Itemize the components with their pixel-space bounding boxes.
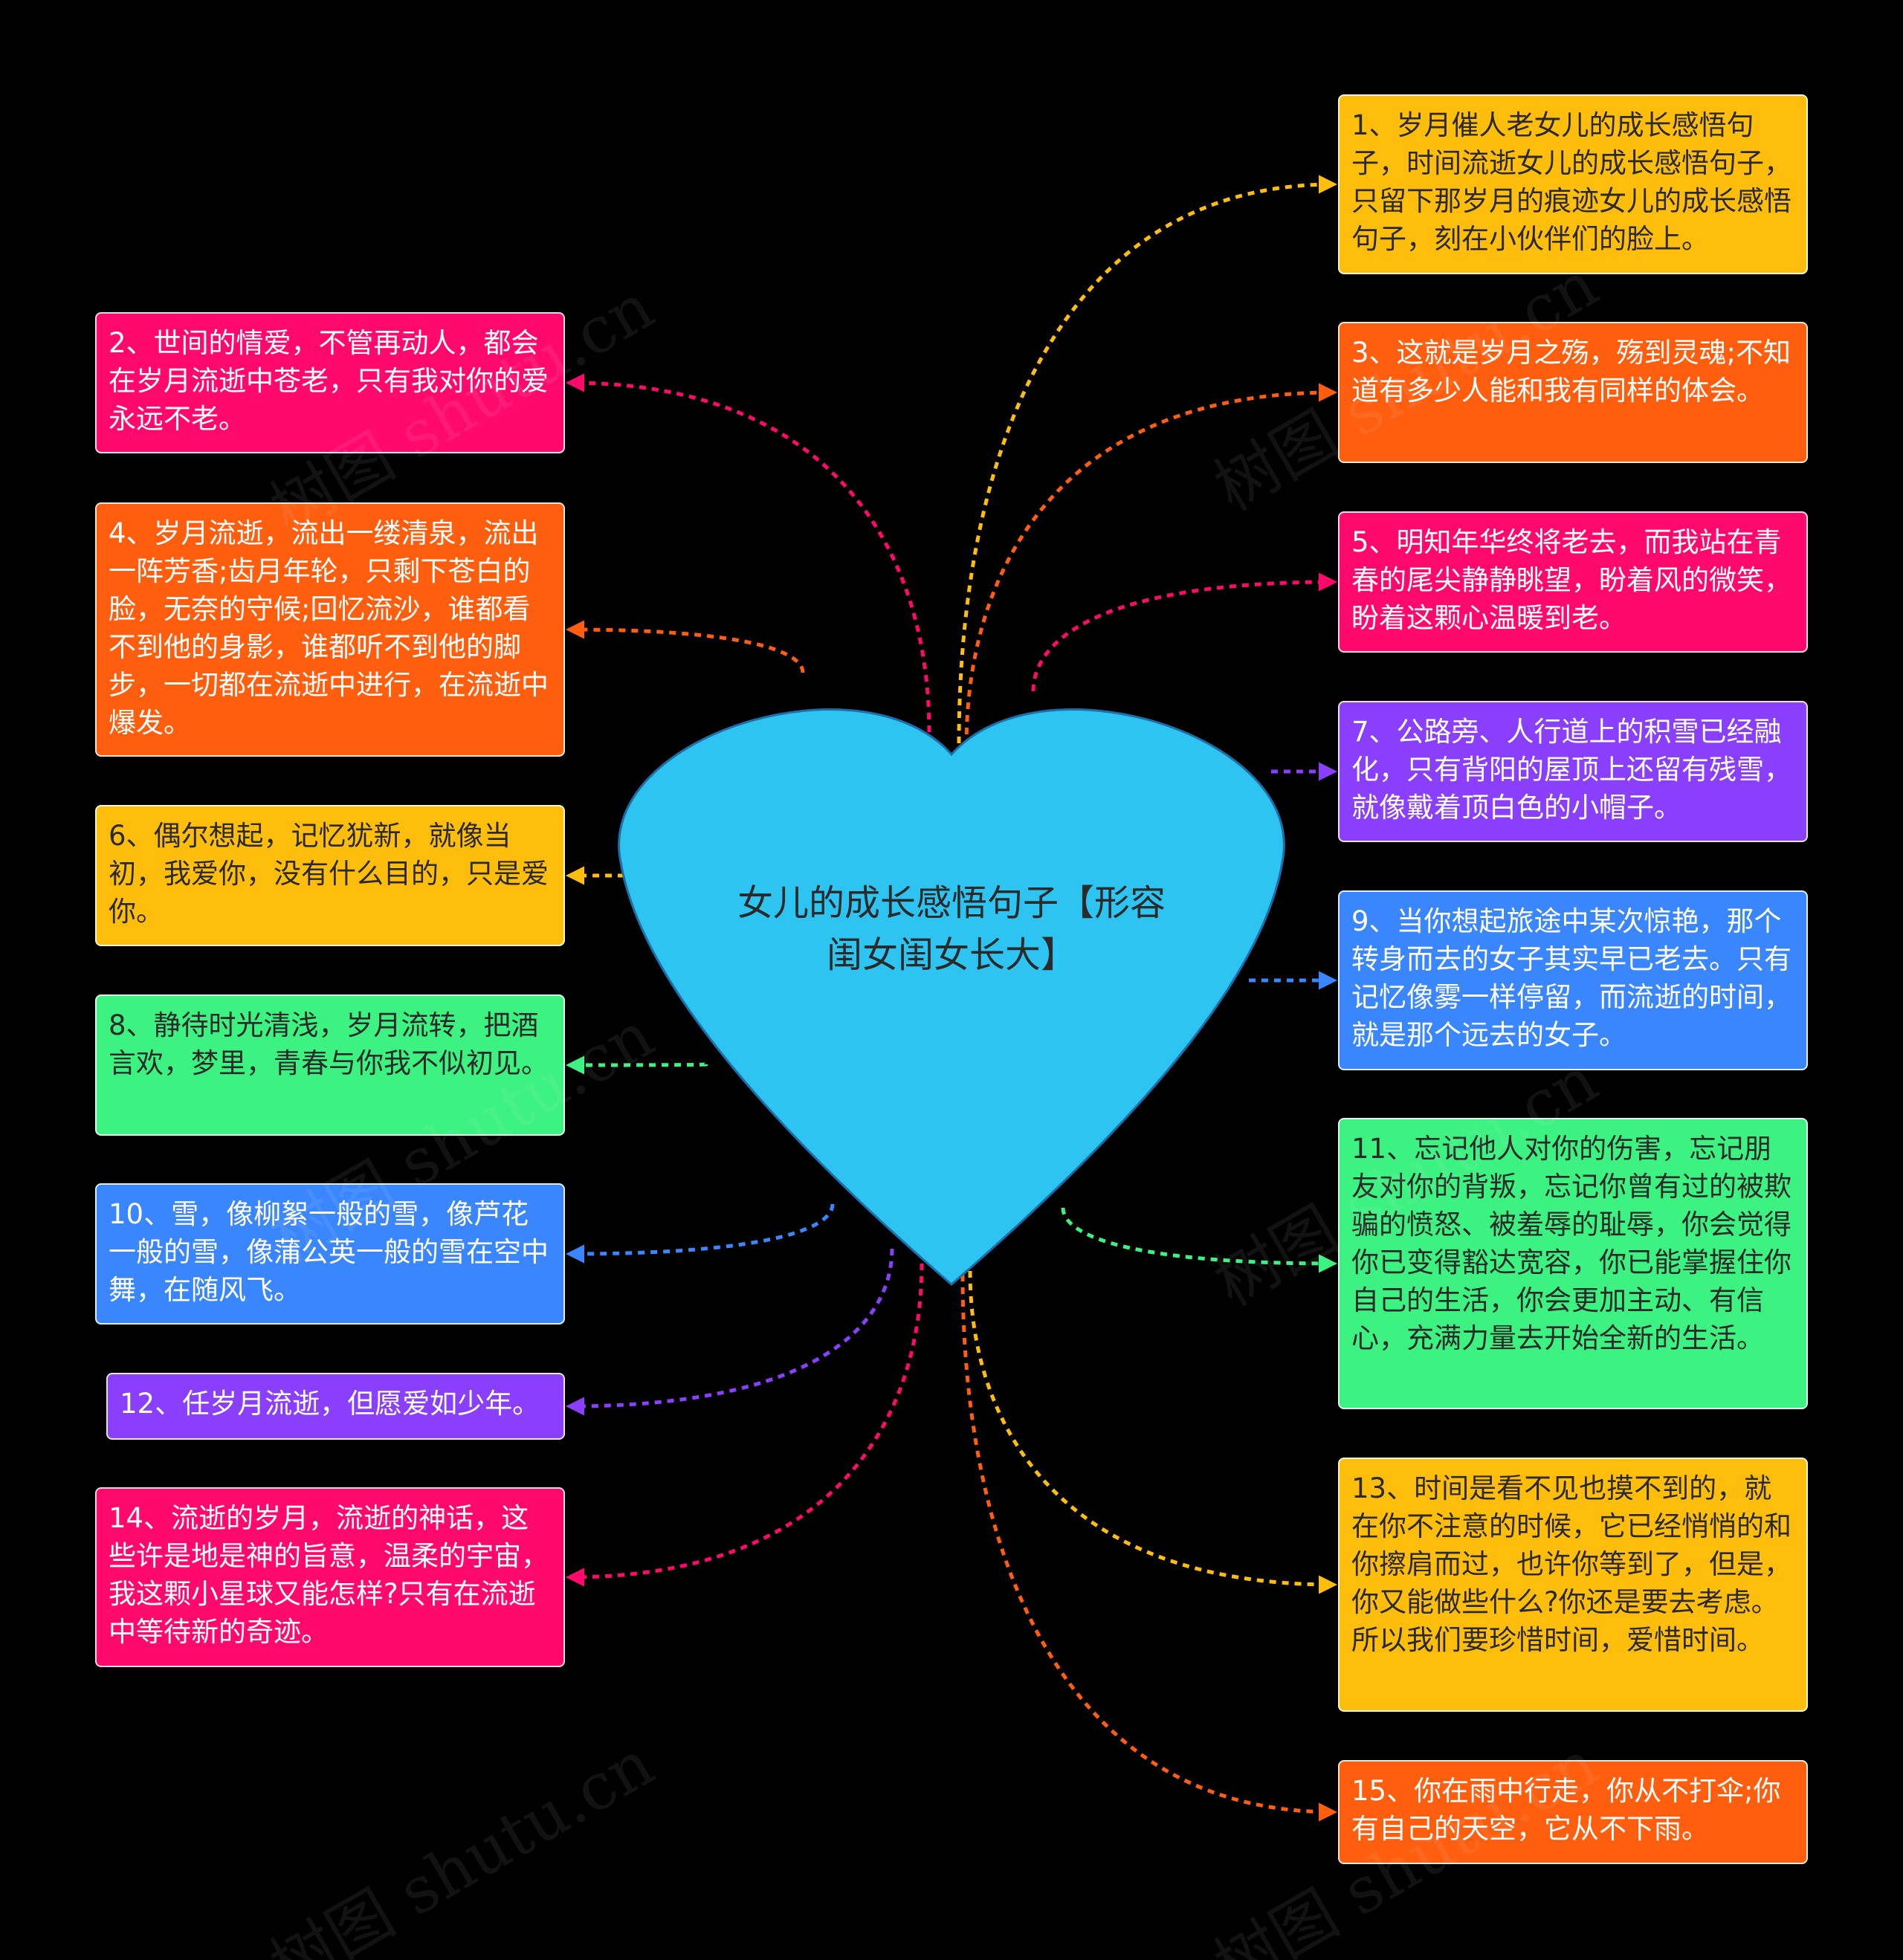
topic-node-12[interactable]: 12、任岁月流逝，但愿爱如少年。 [106,1373,565,1440]
topic-node-5[interactable]: 5、明知年华终将老去，而我站在青春的尾尖静静眺望，盼着风的微笑，盼着这颗心温暖到… [1338,511,1808,653]
topic-node-13[interactable]: 13、时间是看不见也摸不到的，就在你不注意的时候，它已经悄悄的和你擦肩而过，也许… [1338,1458,1808,1712]
center-topic-title[interactable]: 女儿的成长感悟句子【形容闺女闺女长大】 [737,882,1166,976]
connector-n15 [960,1274,1337,1822]
center-heart-shape[interactable] [618,708,1285,1286]
topic-node-8[interactable]: 8、静待时光清浅，岁月流转，把酒言欢，梦里，青春与你我不似初见。 [95,994,565,1136]
connector-n4 [566,620,805,673]
topic-node-4[interactable]: 4、岁月流逝，流出一缕清泉，流出一阵芳香;齿月年轮，只剩下苍白的脸，无奈的守候;… [95,502,565,757]
topic-node-10[interactable]: 10、雪，像柳絮一般的雪，像芦花一般的雪，像蒲公英一般的雪在空中舞，在随风飞。 [95,1183,565,1325]
connector-n10 [566,1203,835,1264]
topic-node-6[interactable]: 6、偶尔想起，记忆犹新，就像当初，我爱你，没有什么目的，只是爱你。 [95,805,565,946]
connector-n13 [968,1270,1337,1594]
topic-node-11[interactable]: 11、忘记他人对你的伤害，忘记朋友对你的背叛，忘记你曾有过的被欺骗的愤怒、被羞辱… [1338,1118,1808,1409]
connector-n8 [566,1055,708,1075]
connector-n12 [566,1248,894,1416]
connector-n1 [957,175,1337,744]
topic-node-2[interactable]: 2、世间的情爱，不管再动人，都会在岁月流逝中苍老，只有我对你的爱永远不老。 [95,312,565,453]
topic-node-14[interactable]: 14、流逝的岁月，流逝的神话，这些许是地是神的旨意，温柔的宇宙，我这颗小星球又能… [95,1487,565,1667]
connector-n5 [1031,572,1337,692]
topic-node-15[interactable]: 15、你在雨中行走，你从不打伞;你有自己的天空，它从不下雨。 [1338,1760,1808,1864]
topic-node-1[interactable]: 1、岁月催人老女儿的成长感悟句子，时间流逝女儿的成长感悟句子，只留下那岁月的痕迹… [1338,94,1808,274]
topic-node-9[interactable]: 9、当你想起旅途中某次惊艳，那个转身而去的女子其实早已老去。只有记忆像雾一样停留… [1338,890,1808,1070]
topic-node-3[interactable]: 3、这就是岁月之殇，殇到灵魂;不知道有多少人能和我有同样的体会。 [1338,322,1808,463]
connector-n11 [1061,1207,1337,1273]
topic-node-7[interactable]: 7、公路旁、人行道上的积雪已经融化，只有背阳的屋顶上还留有残雪，就像戴着顶白色的… [1338,701,1808,842]
connector-n3 [964,383,1337,748]
connector-n2 [566,373,931,733]
connector-n14 [566,1263,924,1587]
